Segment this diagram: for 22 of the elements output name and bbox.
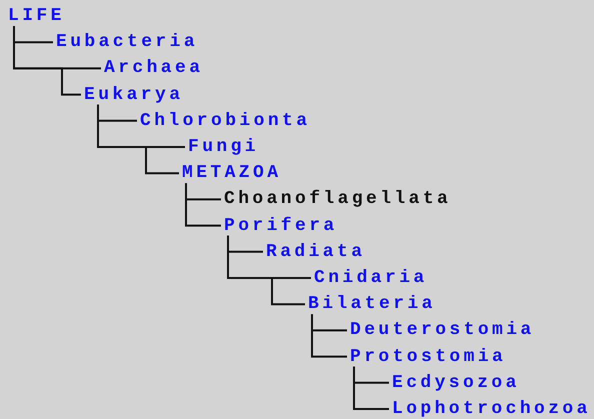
taxon-label: LIFE [8,6,65,26]
taxon-label: Radiata [266,242,366,262]
taxon-label: Fungi [188,137,260,157]
taxon-label: Archaea [104,58,204,78]
tree-connector [311,314,347,358]
taxon-label: Chlorobionta [140,110,310,131]
tree-connector [353,366,389,410]
taxon-label: METAZOA [182,163,282,184]
taxon-label: Choanoflagellata [224,189,452,210]
tree-connector [13,26,81,96]
tree-connector [185,183,221,227]
taxon-label: Protostomia [350,346,506,367]
taxon-label: Porifera [224,216,338,236]
taxon-label: Eukarya [84,84,184,105]
taxon-label: Ecdysozoa [392,372,520,393]
taxon-label: Bilateria [308,294,436,314]
taxon-label: Cnidaria [314,268,428,288]
tree-connector [227,236,305,306]
taxon-label: Eubacteria [56,32,198,52]
tree-connector [97,104,179,174]
taxon-label: Deuterostomia [350,320,535,340]
taxon-label: Lophotrochozoa [392,399,591,419]
